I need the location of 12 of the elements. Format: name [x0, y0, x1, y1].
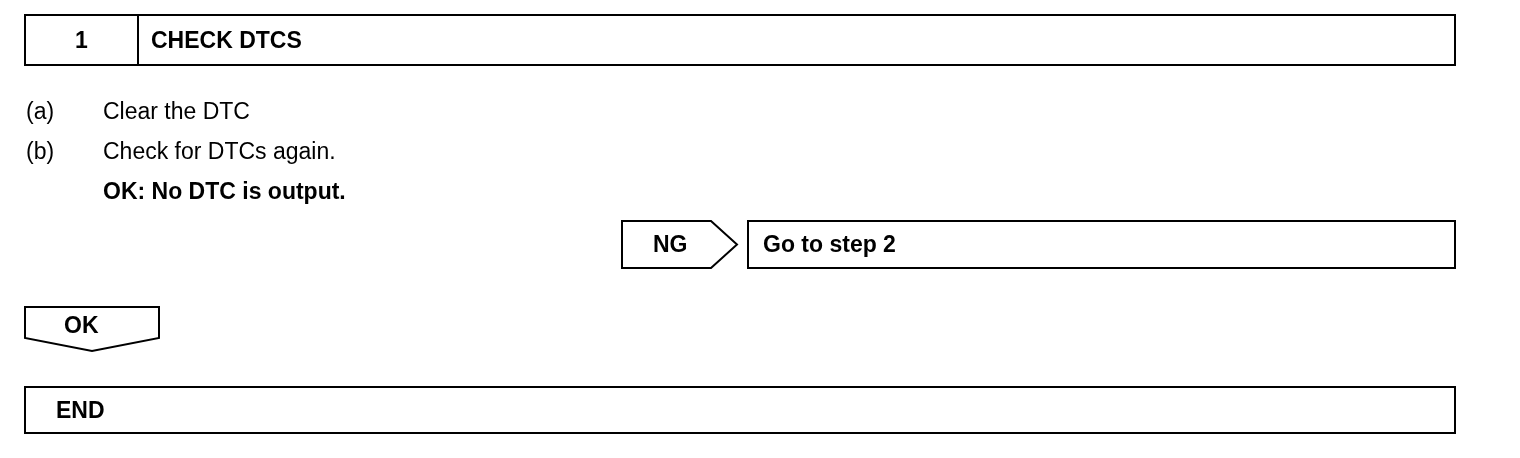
ok-condition-text: OK: No DTC is output. [103, 180, 346, 203]
end-box: END [24, 386, 1456, 434]
ok-tab: OK [24, 306, 160, 352]
step-header-box [24, 14, 1456, 66]
result-box: Go to step 2 [747, 220, 1456, 269]
step-marker: (a) [26, 100, 55, 123]
instruction-text: Clear the DTC [103, 100, 250, 123]
step-title: CHECK DTCS [151, 29, 302, 52]
instruction-text: Check for DTCs again. [103, 140, 336, 163]
step-number: 1 [74, 29, 89, 52]
ng-tab: NG [621, 220, 738, 269]
step-marker: (b) [26, 140, 55, 163]
